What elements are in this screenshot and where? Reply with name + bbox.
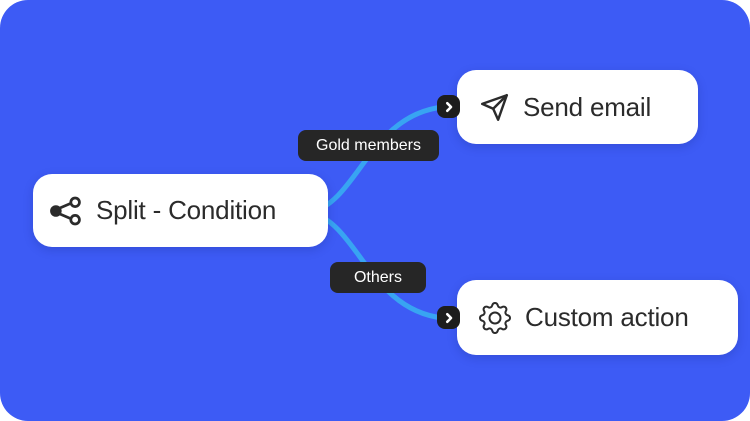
send-paper-plane-icon xyxy=(478,92,510,123)
expand-badge-custom-action[interactable] xyxy=(437,306,460,329)
node-send-email-label: Send email xyxy=(523,91,652,122)
branch-label-others[interactable]: Others xyxy=(330,262,426,293)
node-split-condition-label: Split - Condition xyxy=(96,195,277,225)
chevron-right-icon xyxy=(442,100,456,114)
node-split-condition[interactable]: Split - Condition xyxy=(33,174,328,247)
gear-icon xyxy=(478,301,511,334)
node-custom-action[interactable]: Custom action xyxy=(457,280,738,355)
node-send-email[interactable]: Send email xyxy=(457,70,698,144)
expand-badge-send-email[interactable] xyxy=(437,95,460,118)
chevron-right-icon xyxy=(442,311,456,325)
node-custom-action-label: Custom action xyxy=(525,302,689,332)
branch-label-gold-members[interactable]: Gold members xyxy=(298,130,439,161)
split-share-icon xyxy=(49,196,82,226)
